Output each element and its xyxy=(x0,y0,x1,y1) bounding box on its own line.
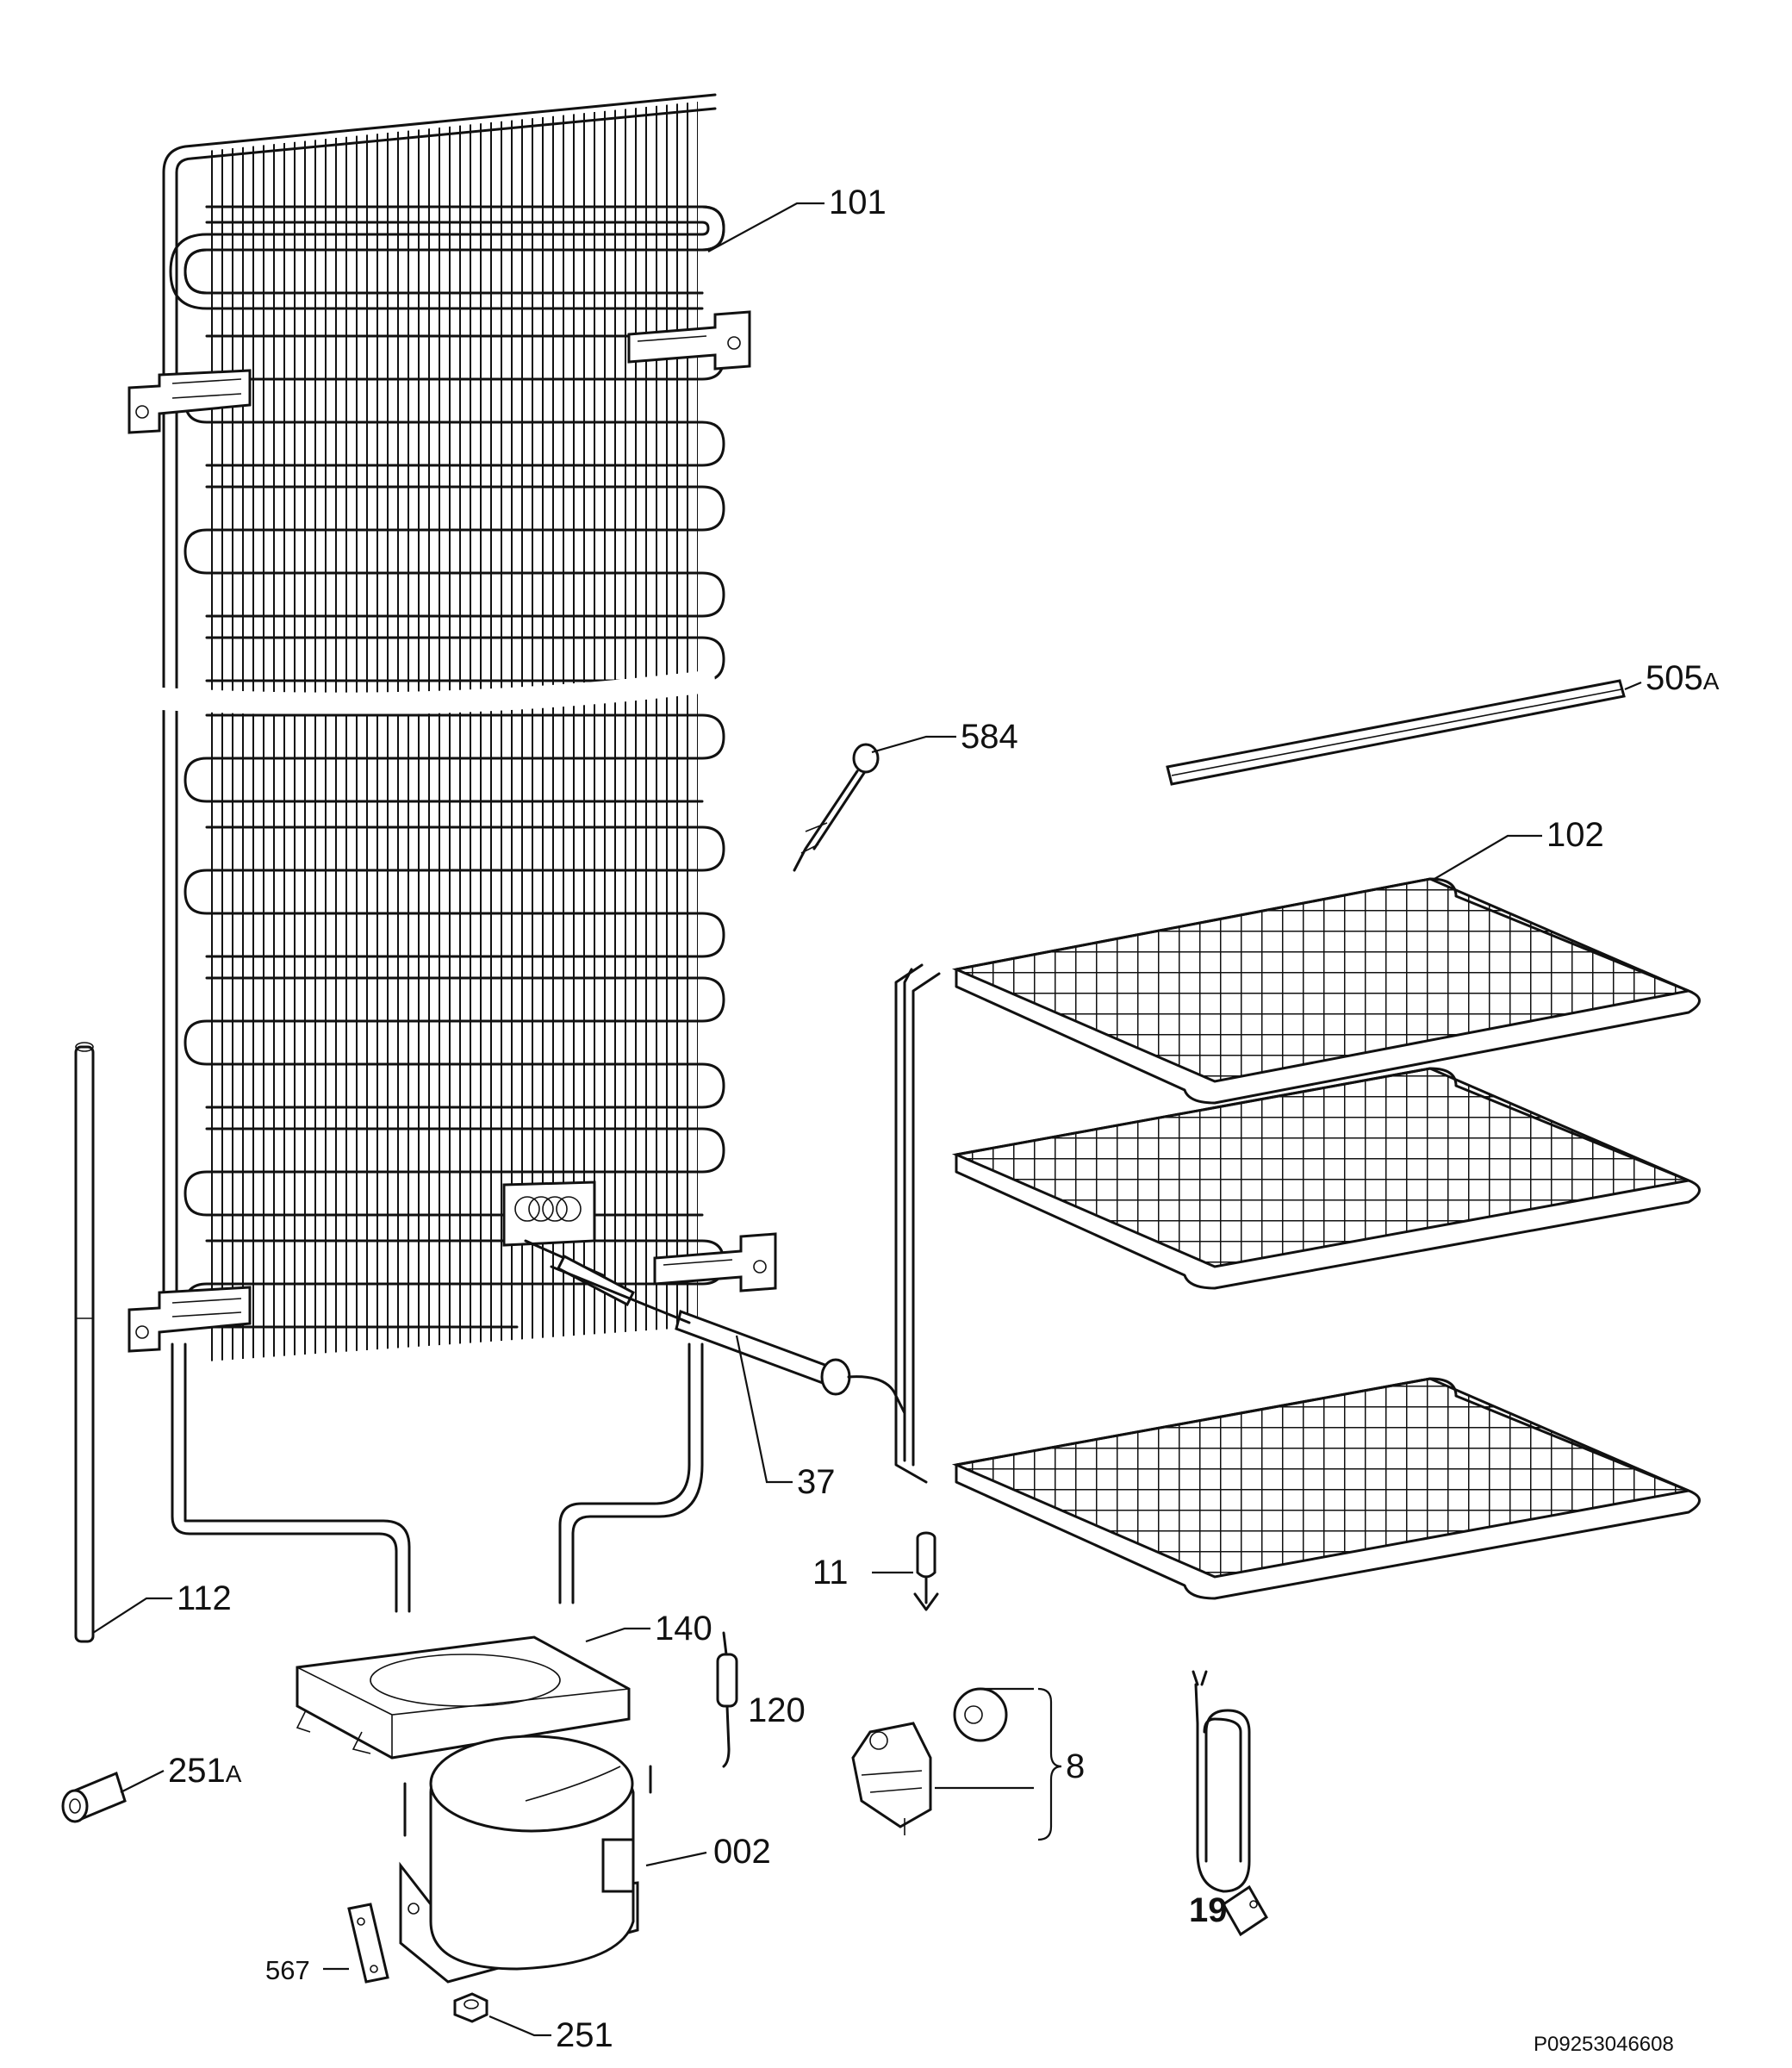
condenser-bracket-top-left xyxy=(128,369,252,434)
capillary-coil xyxy=(502,1180,596,1247)
capillary-part-120 xyxy=(716,1631,738,1768)
callout-584: 584 xyxy=(961,718,1018,756)
callout-112: 112 xyxy=(177,1579,232,1617)
condenser-bracket-bottom-left xyxy=(128,1286,252,1353)
condenser-bracket-top-right xyxy=(627,310,751,371)
evaporator-part-102 xyxy=(894,877,1701,1600)
callout-102: 102 xyxy=(1546,816,1604,854)
power-cord-part-19 xyxy=(1192,1670,1268,1937)
callout-140: 140 xyxy=(655,1610,712,1648)
condenser-bracket-bottom-right xyxy=(653,1232,777,1292)
callout-251: 251 xyxy=(556,2016,613,2054)
compressor-part-002 xyxy=(399,1735,652,1984)
callout-002: 002 xyxy=(713,1833,771,1871)
nut-part-251 xyxy=(453,1992,488,2023)
callout-37: 37 xyxy=(797,1463,836,1501)
condenser-part-101 xyxy=(128,93,777,1613)
strip-part-505a xyxy=(1166,679,1626,786)
bracket-8 xyxy=(1037,1687,1062,1841)
callout-567: 567 xyxy=(265,1955,310,1985)
grommet-part-251a xyxy=(61,1771,127,1823)
leader-lines xyxy=(92,202,1642,2037)
sensor-part-584 xyxy=(793,743,880,872)
valve-part-11 xyxy=(913,1531,939,1611)
diagram-reference-code: P09253046608 xyxy=(1534,2033,1674,2056)
drier-filter-part-37 xyxy=(524,1239,906,1415)
callout-19: 19 xyxy=(1189,1891,1228,1929)
electrical-kit-part-8 xyxy=(851,1687,1008,1835)
callout-251a: 251A xyxy=(168,1752,242,1790)
callout-8: 8 xyxy=(1066,1747,1085,1785)
callout-120: 120 xyxy=(748,1691,806,1729)
callout-11: 11 xyxy=(812,1554,849,1591)
compressor-base-part-140 xyxy=(296,1635,631,1760)
callout-505a: 505A xyxy=(1646,659,1720,697)
callout-101: 101 xyxy=(829,184,887,221)
bracket-part-567 xyxy=(347,1903,389,1984)
tube-part-112 xyxy=(74,1042,95,1643)
